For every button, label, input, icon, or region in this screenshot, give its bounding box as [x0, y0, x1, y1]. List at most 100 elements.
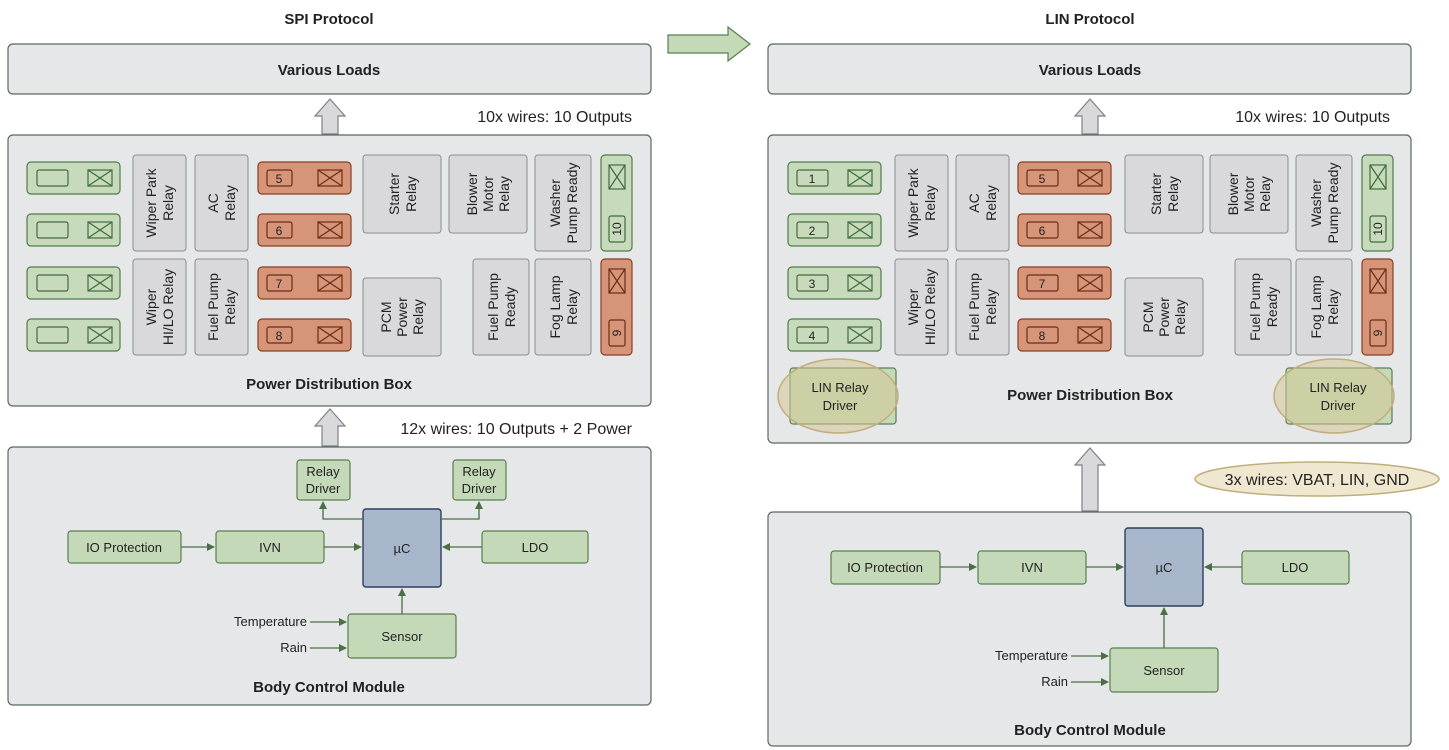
lin-orange-fuse-6: 6 [1017, 213, 1112, 247]
spi-temperature-label: Temperature [234, 614, 307, 629]
lin-ldo: LDO [1241, 550, 1350, 585]
svg-text:IVN: IVN [259, 540, 281, 555]
svg-text:9: 9 [1371, 329, 1385, 336]
lin-fuel-pump-relay [955, 258, 1010, 356]
spi-ac-relay [194, 154, 249, 252]
lin-green-fuse-1: 1 [787, 161, 882, 195]
svg-text:IVN: IVN [1021, 560, 1043, 575]
spi-orange-fuse-5: 5 [257, 161, 352, 195]
transition-arrow [667, 25, 751, 63]
spi-fuel-pump-relay-label: Fuel PumpRelay [205, 273, 238, 341]
lin-wiper-park-relay [894, 154, 949, 252]
spi-blower-motor-relay-label: BlowerMotorRelay [464, 172, 512, 215]
lin-green-fuse-2: 2 [787, 213, 882, 247]
svg-text:LDO: LDO [522, 540, 549, 555]
lin-orange-fuse-5: 5 [1017, 161, 1112, 195]
lin-orange-fuse-7: 7 [1017, 266, 1112, 300]
spi-wires-mid-label: 12x wires: 10 Outputs + 2 Power [400, 421, 632, 438]
spi-sensor: Sensor [347, 613, 457, 659]
spi-relay-driver-left: Relay Driver [296, 459, 351, 501]
spi-green-fuse-2 [26, 213, 121, 247]
svg-text:Relay: Relay [306, 464, 340, 479]
spi-starter-relay-label: StarterRelay [386, 173, 419, 215]
lin-starter-relay [1124, 154, 1204, 234]
lin-fuel-pump-relay-label: Fuel PumpRelay [966, 273, 999, 341]
svg-text:LIN Relay: LIN Relay [811, 380, 869, 395]
svg-text:5: 5 [1039, 172, 1046, 186]
svg-text:9: 9 [610, 329, 624, 336]
svg-text:Sensor: Sensor [1143, 663, 1185, 678]
lin-blower-motor-relay-label: BlowerMotorRelay [1225, 172, 1273, 215]
lin-fog-lamp-relay [1295, 258, 1353, 356]
svg-text:Driver: Driver [1321, 398, 1356, 413]
lin-blower-motor-relay [1209, 154, 1289, 234]
lin-ac-relay-label: ACRelay [966, 185, 999, 221]
spi-wiper-hilo-relay-label: WiperHI/LO Relay [143, 269, 176, 345]
lin-relay-driver-right: LIN Relay Driver [1273, 358, 1395, 434]
lin-ivn: IVN [977, 550, 1087, 585]
spi-various-loads-label: Various Loads [278, 62, 381, 79]
lin-pcm-power-relay [1124, 277, 1204, 357]
svg-text:1: 1 [809, 172, 816, 186]
lin-orange-fuse-9: 9 [1361, 258, 1394, 356]
lin-fuel-pump-ready-label: Fuel PumpReady [1247, 273, 1280, 341]
svg-text:2: 2 [809, 224, 816, 238]
spi-green-fuse-4 [26, 318, 121, 352]
svg-text:µC: µC [1156, 560, 1173, 575]
spi-relay-driver-right: Relay Driver [452, 459, 507, 501]
lin-orange-fuse-8: 8 [1017, 318, 1112, 352]
spi-orange-fuse-9: 9 [600, 258, 633, 356]
spi-various-loads-box [7, 43, 652, 95]
lin-pdb-label: Power Distribution Box [1007, 387, 1174, 404]
lin-up-arrow-top [1073, 98, 1107, 135]
svg-text:LIN Relay: LIN Relay [1309, 380, 1367, 395]
lin-green-fuse-10: 10 [1361, 154, 1394, 252]
spi-orange-fuse-6: 6 [257, 213, 352, 247]
spi-ldo: LDO [481, 530, 589, 564]
spi-pcm-power-relay [362, 277, 442, 357]
svg-text:IO Protection: IO Protection [847, 560, 923, 575]
lin-washer-pump-relay-label: WasherPump Ready [1308, 163, 1341, 244]
spi-rain-label: Rain [280, 640, 307, 655]
lin-bcm-label: Body Control Module [1014, 722, 1166, 739]
lin-ac-relay [955, 154, 1010, 252]
lin-fog-lamp-relay-label: Fog LampRelay [1308, 275, 1341, 338]
spi-bcm-label: Body Control Module [253, 679, 405, 696]
lin-wires-bottom-callout: 3x wires: VBAT, LIN, GND [1194, 461, 1440, 497]
lin-washer-pump-relay [1295, 154, 1353, 252]
lin-wiper-hilo-relay [894, 258, 949, 356]
spi-starter-relay [362, 154, 442, 234]
lin-wiper-hilo-relay-label: WiperHI/LO Relay [905, 269, 938, 345]
lin-wiper-park-relay-label: Wiper ParkRelay [905, 167, 938, 237]
spi-washer-pump-relay-label: WasherPump Ready [547, 163, 580, 244]
svg-text:4: 4 [809, 329, 816, 343]
lin-title: LIN Protocol [1045, 11, 1134, 28]
spi-body-control-module [7, 446, 652, 706]
spi-wiper-hilo-relay [132, 258, 187, 356]
spi-green-fuse-1 [26, 161, 121, 195]
spi-fuel-pump-ready-label: Fuel PumpReady [485, 273, 518, 341]
spi-fog-lamp-relay [534, 258, 592, 356]
spi-title: SPI Protocol [284, 11, 373, 28]
spi-wires-top-label: 10x wires: 10 Outputs [477, 109, 632, 126]
svg-text:LDO: LDO [1282, 560, 1309, 575]
svg-text:8: 8 [1039, 329, 1046, 343]
lin-starter-relay-label: StarterRelay [1148, 173, 1181, 215]
spi-wiper-park-relay-label: Wiper ParkRelay [143, 167, 176, 237]
lin-fuel-pump-ready [1234, 258, 1292, 356]
lin-bcm-connectors [940, 563, 1242, 686]
spi-fog-lamp-relay-label: Fog LampRelay [547, 275, 580, 338]
spi-orange-fuse-7: 7 [257, 266, 352, 300]
lin-io-protection: IO Protection [830, 550, 941, 585]
spi-wiper-park-relay [132, 154, 187, 252]
lin-pcm-power-relay-label: PCMPowerRelay [1140, 297, 1188, 337]
spi-washer-pump-relay [534, 154, 592, 252]
lin-rain-label: Rain [1041, 674, 1068, 689]
spi-ac-relay-label: ACRelay [205, 185, 238, 221]
spi-blower-motor-relay [448, 154, 528, 234]
spi-fuel-pump-ready [472, 258, 530, 356]
spi-orange-fuse-8: 8 [257, 318, 352, 352]
spi-bcm-connectors [181, 501, 483, 652]
lin-temperature-label: Temperature [995, 648, 1068, 663]
